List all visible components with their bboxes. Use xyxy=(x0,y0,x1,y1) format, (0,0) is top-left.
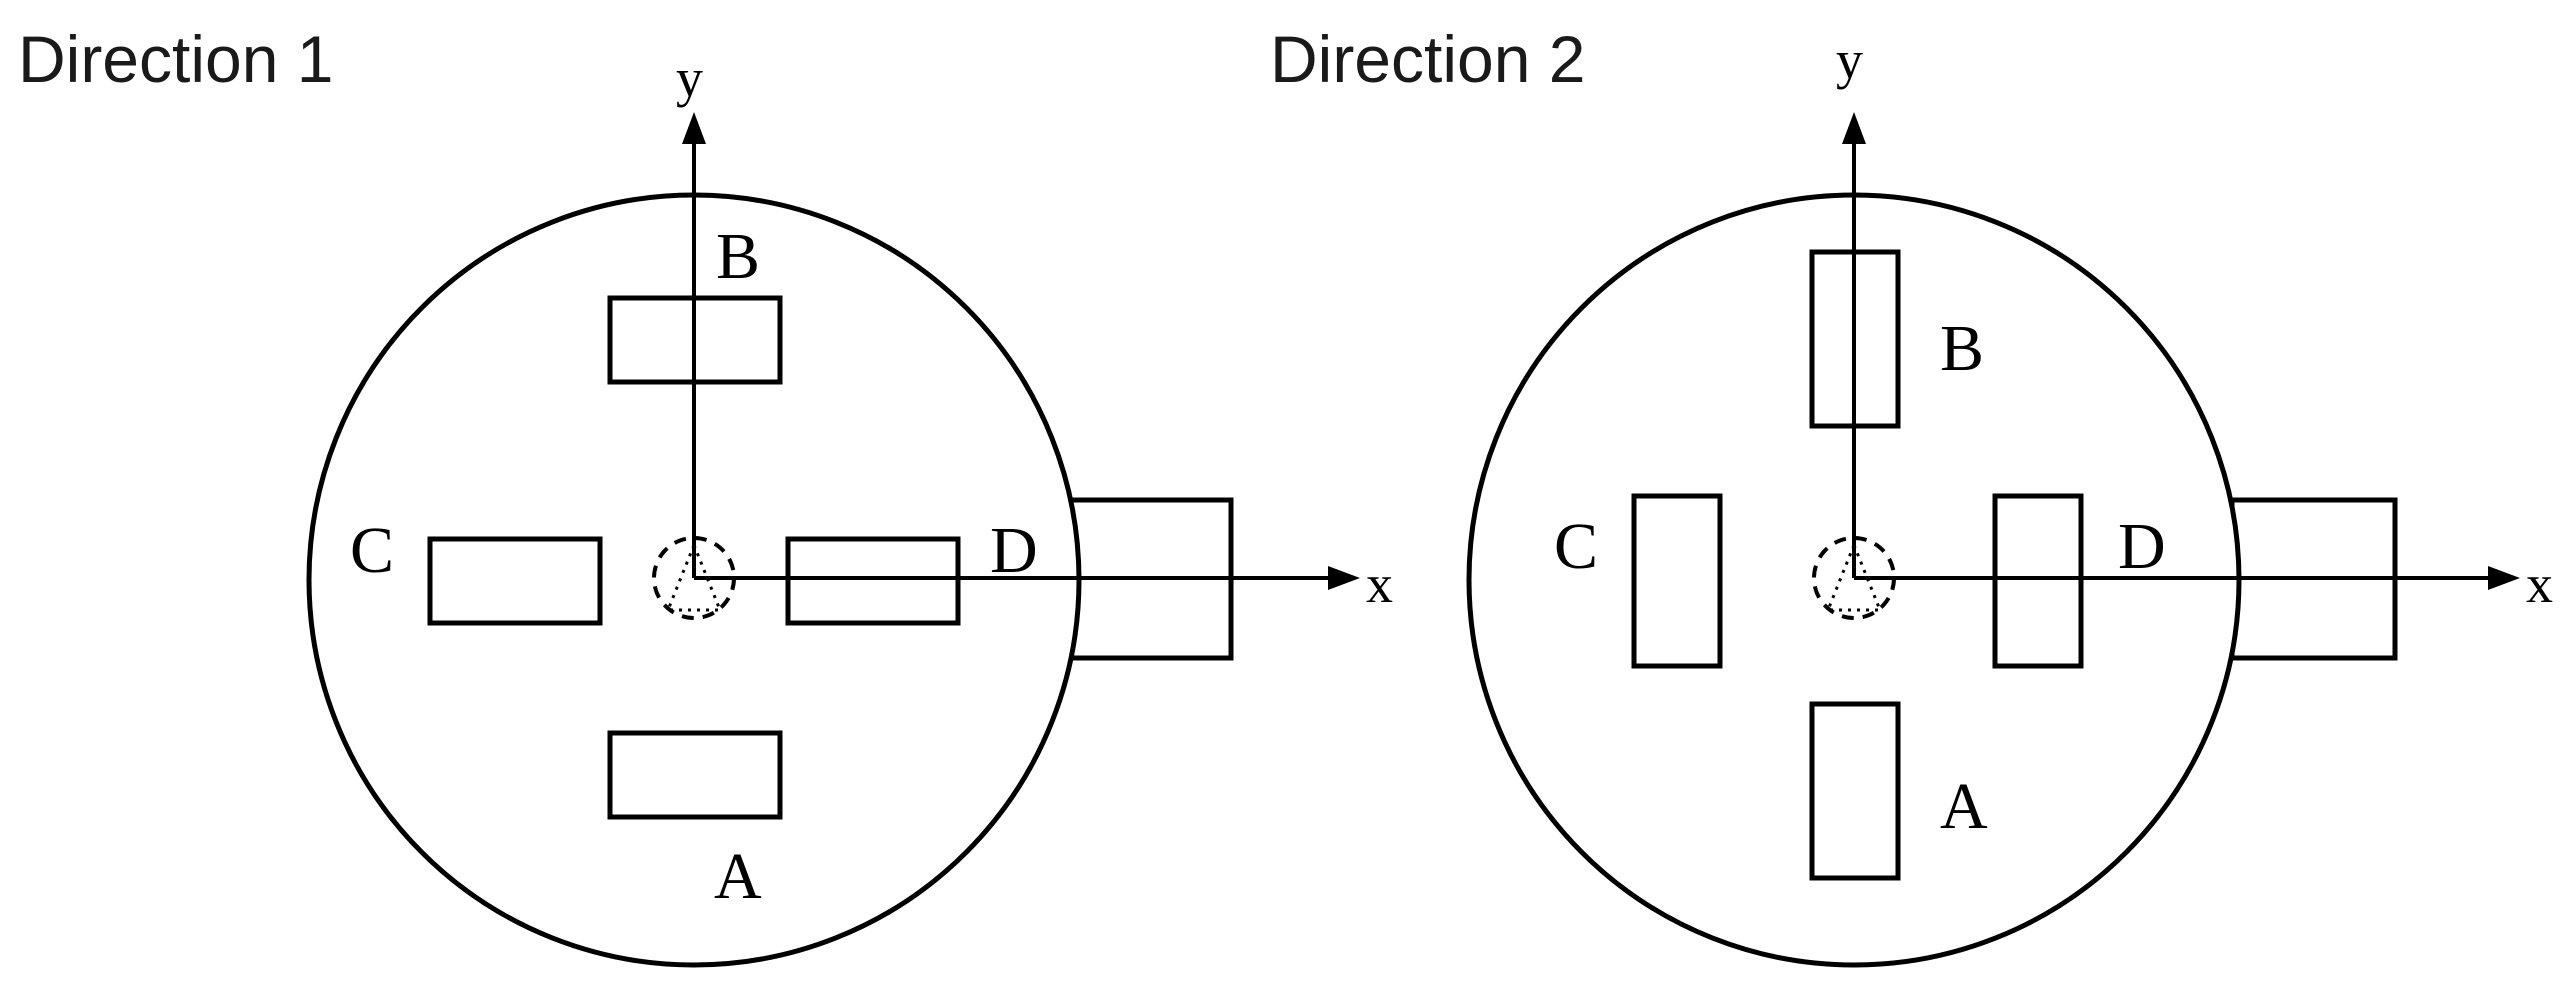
sensor-label-b: B xyxy=(1940,312,1984,385)
sensor-rect-d xyxy=(785,536,961,626)
y-axis-arrowhead xyxy=(682,112,706,144)
sensor-label-b: B xyxy=(716,220,760,293)
sensor-label-c: C xyxy=(1554,510,1598,583)
y-axis-label: y xyxy=(1836,30,1863,90)
sensor-rect-a xyxy=(607,730,783,820)
x-axis-label: x xyxy=(1366,554,1393,614)
panel-direction-2: Direction 2 y x B C D A xyxy=(1270,22,2553,968)
sensor-rect-c xyxy=(427,536,603,626)
sensor-label-d: D xyxy=(2118,510,2166,583)
y-axis-arrowhead xyxy=(1842,112,1866,144)
sensor-rect-d xyxy=(1992,493,2084,669)
x-axis-arrowhead xyxy=(2488,566,2520,590)
sensor-rect-c xyxy=(1631,493,1723,669)
sensor-label-a: A xyxy=(1940,770,1988,843)
x-axis-arrowhead xyxy=(1328,566,1360,590)
sensor-label-c: C xyxy=(350,514,394,587)
sensor-rect-a xyxy=(1809,701,1901,881)
panel-title: Direction 2 xyxy=(1270,22,1585,96)
y-axis-label: y xyxy=(676,48,703,108)
sensor-label-d: D xyxy=(990,514,1038,587)
panel-direction-1: Direction 1 y x B C D A xyxy=(18,22,1393,968)
sensor-label-a: A xyxy=(714,840,762,913)
x-axis-label: x xyxy=(2526,554,2553,614)
panel-title: Direction 1 xyxy=(18,22,333,96)
